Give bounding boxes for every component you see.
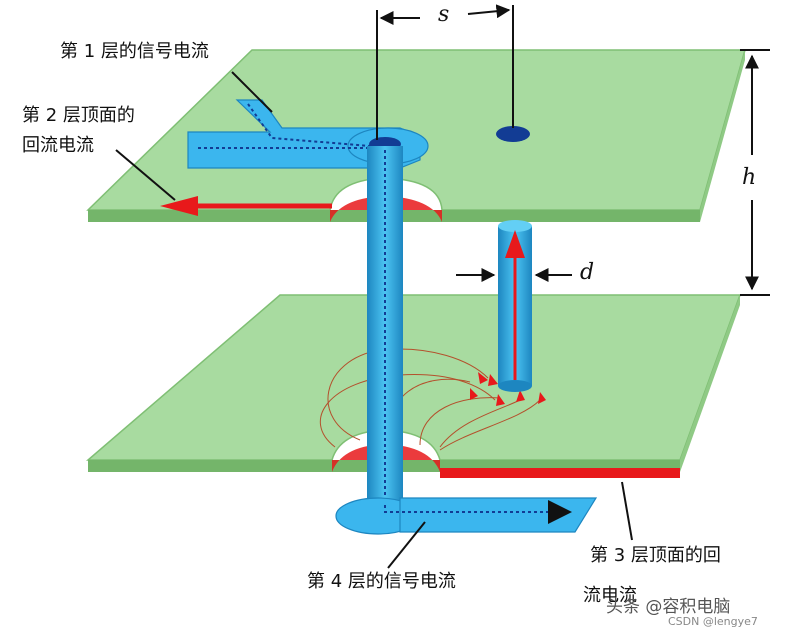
label-layer2-return-line2: 回流电流 — [22, 135, 94, 156]
layer4-trace — [335, 497, 598, 535]
return-via — [498, 220, 532, 392]
bottom-plane — [85, 294, 742, 478]
watermark-toutiao: 头条 @容积电脑 — [606, 597, 731, 617]
symbol-s: s — [438, 2, 450, 27]
dimension-s — [376, 4, 514, 140]
signal-via — [367, 146, 403, 516]
label-layer3-return-line2: 流电流 — [583, 585, 637, 606]
top-plane — [86, 49, 746, 222]
layer2-return-current-arrow — [160, 196, 332, 216]
dimension-h — [740, 49, 770, 296]
symbol-h: h — [742, 165, 757, 190]
field-arrowheads — [470, 372, 546, 406]
label-layer1-signal-current: 第 1 层的信号电流 — [60, 41, 209, 62]
label-layer3-return-line1: 第 3 层顶面的回 — [590, 545, 721, 566]
label-layer2-return-line1: 第 2 层顶面的 — [22, 105, 135, 126]
return-via-top-pad — [496, 126, 530, 142]
label-layer4-signal-current: 第 4 层的信号电流 — [307, 571, 456, 592]
symbol-d: d — [580, 260, 595, 285]
watermark-csdn: CSDN @lengye7 — [668, 615, 758, 628]
leader-lines — [115, 71, 633, 569]
